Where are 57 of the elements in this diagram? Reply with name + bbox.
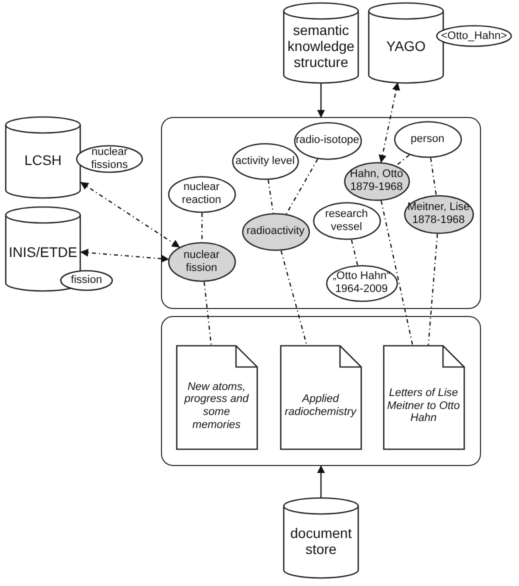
node-label: activity level	[235, 154, 295, 168]
connector-line	[204, 282, 212, 346]
database-cylinder	[283, 3, 359, 83]
entity-ellipse	[344, 162, 410, 200]
document-title: Letters of Lise Meitner to Otto Hahn	[386, 387, 461, 425]
entity-ellipse	[168, 242, 236, 282]
concept-ellipse	[232, 142, 298, 180]
node-label: YAGO	[386, 38, 426, 54]
concept-ellipse	[294, 122, 362, 160]
concept-ellipse	[76, 145, 143, 173]
concept-ellipse	[436, 25, 512, 47]
document-shape	[382, 344, 464, 450]
node-label: nuclear fission	[182, 248, 221, 274]
panel	[161, 117, 481, 309]
connector-line	[428, 234, 438, 346]
node-label: semantic knowledge structure	[286, 22, 356, 70]
connector-line	[201, 213, 203, 242]
concept-ellipse	[312, 202, 380, 240]
concept-ellipse	[326, 264, 398, 302]
connector-line	[280, 250, 308, 346]
node-label: radio-isotope	[296, 134, 360, 147]
node-label: „Otto Hahn“ 1964-2009	[332, 270, 392, 296]
connector-line	[380, 200, 414, 346]
connector-arrow	[317, 465, 325, 498]
connector-arrow	[317, 83, 325, 118]
node-label: fission	[70, 274, 102, 287]
document-shape	[280, 344, 362, 450]
connector-line	[396, 154, 410, 166]
node-label: document store	[289, 524, 353, 558]
connector-line	[268, 180, 274, 214]
connector-arrow	[80, 248, 170, 263]
entity-ellipse	[242, 212, 310, 250]
node-label: Hahn, Otto 1879-1968	[348, 168, 404, 194]
node-label: nuclear reaction	[180, 181, 222, 207]
connector-line	[350, 240, 358, 266]
connector-arrow	[80, 182, 180, 248]
concept-ellipse	[394, 120, 462, 158]
connector-line	[286, 158, 318, 214]
concept-ellipse	[60, 270, 113, 291]
database-cylinder	[283, 498, 359, 578]
connector-line	[430, 158, 437, 196]
node-label: nuclear fissions	[90, 146, 129, 172]
node-label: <Otto_Hahn>	[440, 30, 508, 42]
node-label: Meitner, Lise 1878-1968	[406, 201, 471, 227]
document-title: New atoms, progress and some memories	[183, 380, 250, 432]
connector-arrow	[378, 82, 400, 163]
node-label: LCSH	[24, 152, 62, 169]
document-title: Applied radiochemistry	[284, 393, 358, 419]
entity-ellipse	[404, 194, 474, 234]
database-cylinder	[5, 117, 81, 198]
node-label: INIS/ETDE	[8, 244, 78, 260]
panel	[161, 316, 481, 466]
node-label: research vessel	[324, 208, 369, 234]
node-label: radioactivity	[246, 225, 305, 238]
concept-ellipse	[168, 176, 236, 212]
node-label: person	[410, 132, 444, 146]
document-shape	[176, 344, 258, 450]
